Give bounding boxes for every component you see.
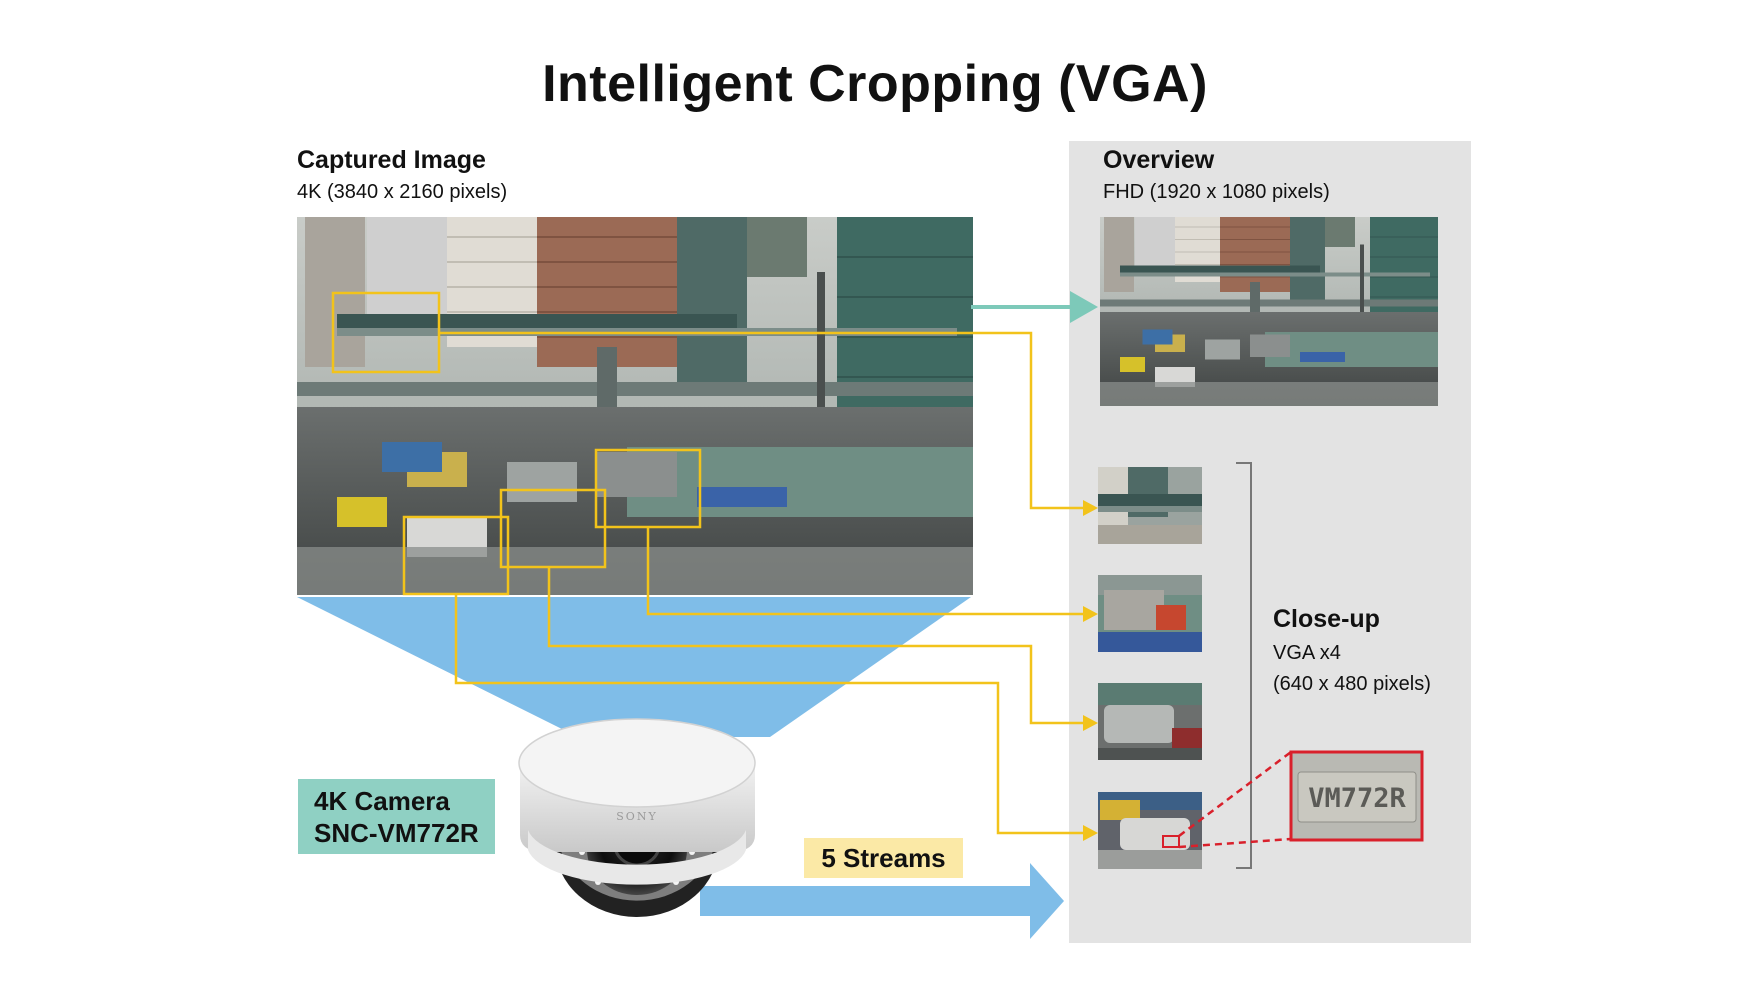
connector-train [439, 331, 1084, 510]
closeup-thumbnail-truck [1098, 575, 1202, 652]
overview-heading: Overview [1103, 146, 1215, 174]
crop-boxes [331, 291, 702, 596]
overview-resolution: FHD (1920 x 1080 pixels) [1103, 181, 1330, 203]
closeup-resolution: (640 x 480 pixels) [1273, 673, 1431, 696]
closeup-thumbnail-van [1098, 683, 1202, 760]
overview-caption: Overview FHD (1920 x 1080 pixels) [1103, 146, 1330, 204]
crop-connectors [439, 331, 1084, 835]
closeup-bracket [1236, 462, 1252, 869]
camera-label-model: SNC-VM772R [314, 818, 479, 848]
connector-arrowheads [1083, 500, 1098, 841]
camera-label-line1: 4K Camera [314, 786, 450, 816]
closeup-heading: Close-up [1273, 605, 1380, 633]
closeup-thumbnail-car [1098, 792, 1202, 869]
plate-text: VM772R [1308, 783, 1406, 814]
connector-truck [646, 527, 1084, 616]
closeup-count: VGA x4 [1273, 642, 1341, 665]
plate-zoom: VM772R [1162, 750, 1424, 849]
dome-camera: SONY [518, 718, 756, 917]
connector-car [454, 594, 1084, 835]
crop-box-van [499, 488, 607, 569]
overview-image [1099, 216, 1439, 407]
closeup-thumbnail-train [1098, 467, 1202, 544]
page-title: Intelligent Cropping (VGA) [542, 55, 1208, 113]
captured-image [296, 216, 974, 596]
captured-resolution: 4K (3840 x 2160 pixels) [297, 181, 508, 203]
captured-heading: Captured Image [297, 146, 486, 174]
svg-text:SONY: SONY [616, 810, 657, 823]
overview-arrow [971, 291, 1098, 323]
camera-label: 4K Camera SNC-VM772R [298, 779, 495, 854]
streams-label: 5 Streams [804, 838, 963, 878]
captured-image-caption: Captured Image 4K (3840 x 2160 pixels) [297, 146, 507, 204]
closeup-caption: Close-up VGA x4 (640 x 480 pixels) [1273, 601, 1431, 699]
camera-view-cone [297, 597, 971, 737]
streams-arrow [700, 863, 1064, 939]
connector-van [547, 567, 1084, 725]
